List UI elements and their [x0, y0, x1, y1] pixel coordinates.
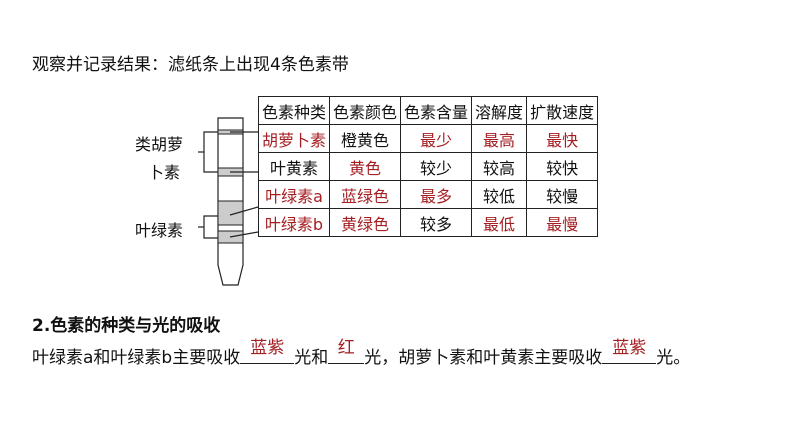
table-cell: 橙黄色 [329, 124, 402, 153]
answer-text: 红 [337, 338, 355, 358]
table-cell: 较快 [526, 152, 599, 181]
table-row: 叶黄素黄色较少较高较快 [257, 152, 599, 181]
table-cell: 叶黄素 [257, 152, 331, 181]
answer-text: 蓝紫 [612, 338, 647, 358]
table-header-cell: 色素含量 [400, 96, 473, 125]
table-header-cell: 溶解度 [471, 96, 528, 125]
table-cell: 叶绿素b [257, 208, 331, 237]
table-cell: 叶绿素a [257, 180, 331, 209]
table-cell: 较高 [471, 152, 528, 181]
sentence-part: 光，胡萝卜素和叶黄素主要吸收 [364, 348, 603, 368]
table-cell: 最低 [471, 208, 528, 237]
label-carotenoids-line1: 类胡萝 [135, 135, 184, 154]
table-cell: 较少 [400, 152, 473, 181]
table-header-cell: 扩散速度 [526, 96, 599, 125]
table-cell: 较多 [400, 208, 473, 237]
table-cell: 黄绿色 [329, 208, 402, 237]
chromatography-strip-diagram [198, 117, 259, 286]
table-cell: 较慢 [526, 180, 599, 209]
table-cell: 最快 [526, 124, 599, 153]
sentence-part: 光和 [294, 348, 329, 368]
sentence-part: 光。 [656, 348, 691, 368]
table-cell: 最慢 [526, 208, 599, 237]
label-chlorophyll: 叶绿素 [135, 221, 184, 240]
table-row: 胡萝卜素橙黄色最少最高最快 [257, 124, 599, 153]
answer-text: 蓝紫 [250, 338, 285, 358]
table-cell: 蓝绿色 [329, 180, 402, 209]
fill-in-sentence: 叶绿素a和叶绿素b主要吸收蓝紫光和红光，胡萝卜素和叶黄素主要吸收蓝紫光。 [32, 338, 691, 368]
band-chlorophyll-a [217, 200, 244, 226]
answer-blank-2: 红 [328, 338, 365, 364]
label-carotenoids-line2: 卜素 [148, 163, 181, 182]
table-cell: 较低 [471, 180, 528, 209]
intro-text: 观察并记录结果：滤纸条上出现4条色素带 [32, 55, 349, 75]
table-cell: 最多 [400, 180, 473, 209]
table-header-cell: 色素种类 [257, 96, 331, 125]
answer-blank-3: 蓝紫 [602, 338, 657, 364]
table-cell: 黄色 [329, 152, 402, 181]
pigment-table: 色素种类色素颜色色素含量溶解度扩散速度 胡萝卜素橙黄色最少最高最快叶黄素黄色较少… [257, 96, 599, 237]
table-header-cell: 色素颜色 [329, 96, 402, 125]
answer-blank-1: 蓝紫 [240, 338, 295, 364]
table-cell: 最高 [471, 124, 528, 153]
table-cell: 最少 [400, 124, 473, 153]
sentence-part: 叶绿素a和叶绿素b主要吸收 [32, 348, 241, 368]
table-cell: 胡萝卜素 [257, 124, 331, 153]
section-heading: 2.色素的种类与光的吸收 [32, 316, 221, 336]
